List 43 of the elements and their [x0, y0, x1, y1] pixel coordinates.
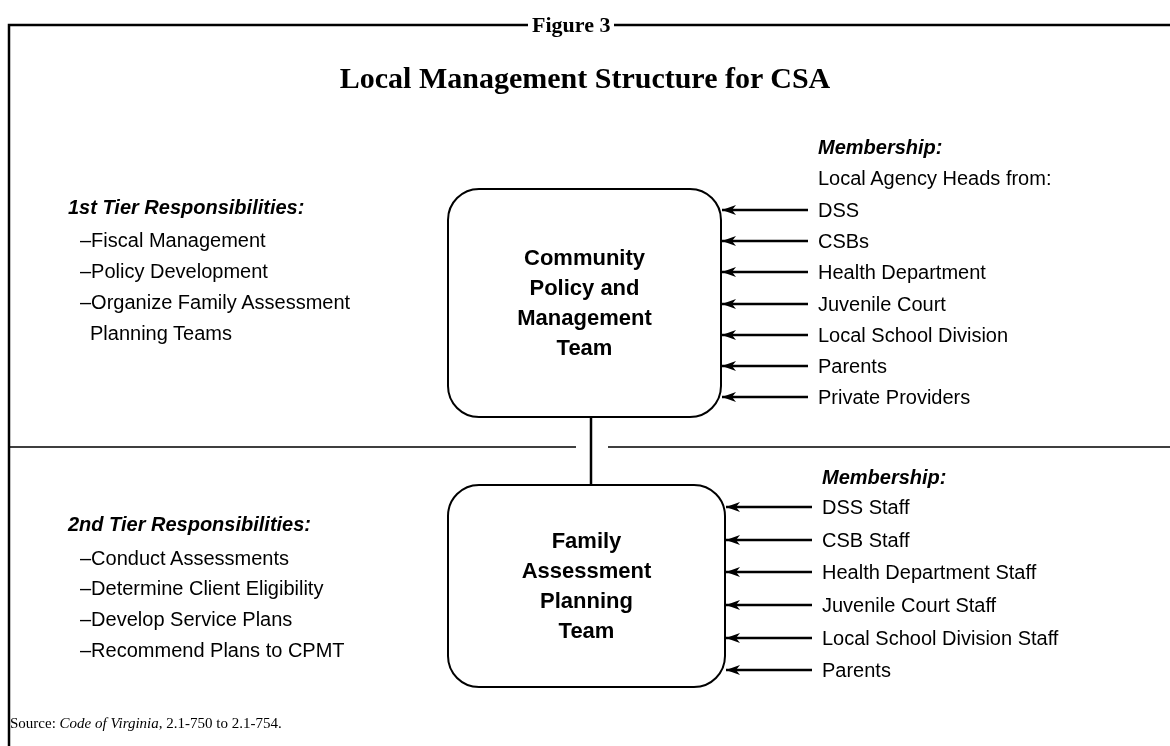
section-heading: 2nd Tier Responsibilities: — [68, 512, 312, 537]
arrow — [726, 502, 812, 512]
arrow — [722, 236, 808, 246]
connector-line — [589, 418, 593, 484]
member-label: Private Providers — [818, 384, 971, 410]
diagram-title: Local Management Structure for CSA — [338, 60, 832, 96]
arrow — [726, 600, 812, 610]
arrow — [722, 361, 808, 371]
subheading: Local Agency Heads from: — [818, 166, 1052, 191]
arrow — [722, 267, 808, 277]
member-label: Local School Division — [818, 322, 1009, 348]
team-box: Family Assessment Planning Team — [447, 484, 726, 688]
member-label: Parents — [822, 657, 891, 683]
member-label: CSBs — [818, 228, 870, 254]
section-heading: 1st Tier Responsibilities: — [68, 195, 305, 220]
source-note: Source: Code of Virginia, 2.1-750 to 2.1-754. — [10, 714, 282, 733]
arrow — [722, 299, 808, 309]
arrow — [726, 633, 812, 643]
list-item: –Recommend Plans to CPMT — [80, 638, 346, 663]
member-label: DSS Staff — [822, 494, 910, 520]
member-label: DSS — [818, 197, 860, 223]
arrow — [722, 205, 808, 215]
section-heading: Membership: — [822, 465, 947, 490]
arrow — [722, 330, 808, 340]
team-box: Community Policy and Management Team — [447, 188, 722, 418]
section-heading: Membership: — [818, 135, 943, 160]
list-item: –Develop Service Plans — [80, 607, 294, 632]
arrow — [726, 567, 812, 577]
member-label: Juvenile Court Staff — [822, 592, 997, 618]
member-label: CSB Staff — [822, 527, 910, 553]
member-label: Parents — [818, 353, 887, 379]
arrow — [726, 535, 812, 545]
member-label: Health Department Staff — [822, 559, 1037, 585]
member-label: Juvenile Court — [818, 291, 946, 317]
list-item: –Fiscal Management — [80, 228, 267, 253]
arrow — [726, 665, 812, 675]
member-label: Health Department — [818, 259, 986, 285]
list-item: –Determine Client Eligibility — [80, 576, 325, 601]
list-item: –Policy Development — [80, 259, 269, 284]
list-item: –Organize Family Assessment Planning Teams — [80, 290, 352, 346]
arrow — [722, 392, 808, 402]
list-item: –Conduct Assessments — [80, 546, 290, 571]
member-label: Local School Division Staff — [822, 625, 1059, 651]
